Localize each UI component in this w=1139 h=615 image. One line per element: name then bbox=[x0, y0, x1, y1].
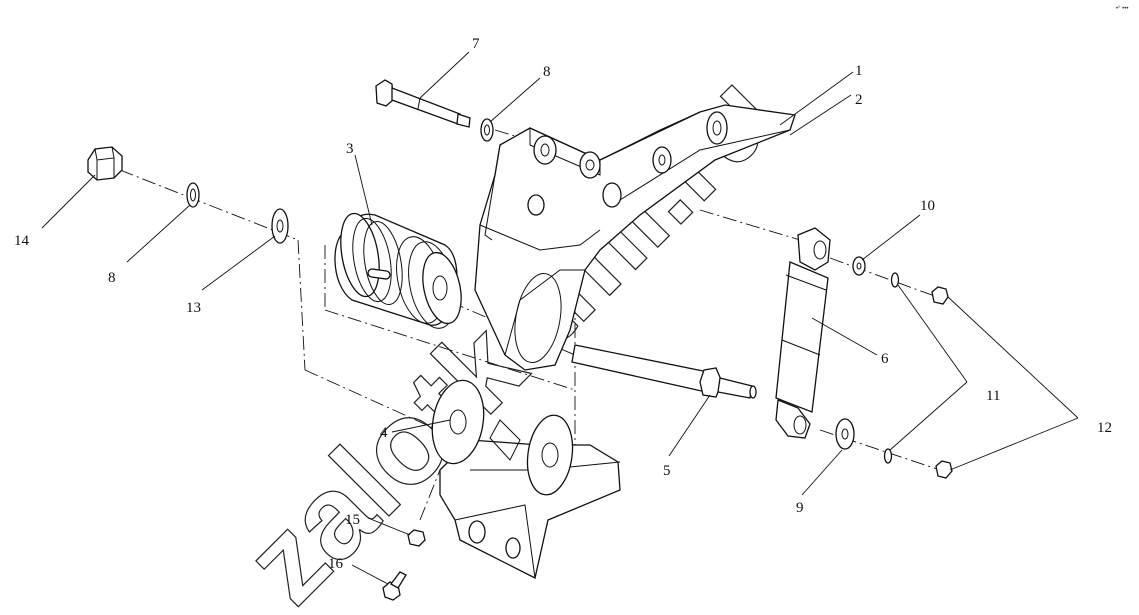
callout-9: 9 bbox=[796, 500, 804, 516]
part-11-lock-washers bbox=[883, 272, 900, 464]
part-8-lock-washer-top bbox=[480, 118, 494, 142]
corner-mark: •° ••• bbox=[1116, 6, 1128, 12]
callout-11: 11 bbox=[986, 388, 1000, 404]
part-10-washer bbox=[852, 256, 866, 276]
part-4-lower-bracket bbox=[431, 379, 621, 579]
callout-6: 6 bbox=[881, 351, 889, 367]
part-13-washer bbox=[271, 208, 289, 244]
callout-1: 1 bbox=[855, 63, 863, 79]
part-8-lock-washer-left bbox=[186, 182, 200, 208]
callout-8-top: 8 bbox=[543, 64, 551, 80]
callout-13: 13 bbox=[186, 300, 201, 316]
part-6-shock-absorber bbox=[775, 227, 831, 439]
part-1-2-main-bracket bbox=[474, 104, 796, 371]
callout-5: 5 bbox=[663, 463, 671, 479]
part-5-pin bbox=[571, 344, 757, 399]
callout-3: 3 bbox=[346, 141, 354, 157]
part-14-nut bbox=[87, 146, 123, 181]
callout-labels: 1 2 3 4 5 6 7 8 8 9 10 11 12 13 14 15 16 bbox=[14, 36, 1112, 572]
part-16-bolt bbox=[382, 571, 407, 601]
callout-7: 7 bbox=[472, 36, 480, 52]
leader-lines bbox=[41, 51, 1079, 585]
callout-4: 4 bbox=[380, 425, 388, 441]
part-15-nut bbox=[407, 529, 426, 547]
callout-15: 15 bbox=[345, 512, 360, 528]
callout-12: 12 bbox=[1097, 420, 1112, 436]
callout-10: 10 bbox=[920, 198, 935, 214]
part-7-bolt bbox=[375, 79, 471, 128]
callout-2: 2 bbox=[855, 92, 863, 108]
part-9-washer bbox=[835, 418, 855, 450]
part-12-nuts bbox=[931, 286, 953, 479]
callout-14: 14 bbox=[14, 233, 30, 249]
part-3-rubber-bushing bbox=[334, 212, 462, 329]
callout-16: 16 bbox=[328, 556, 344, 572]
callout-8-left: 8 bbox=[108, 270, 116, 286]
